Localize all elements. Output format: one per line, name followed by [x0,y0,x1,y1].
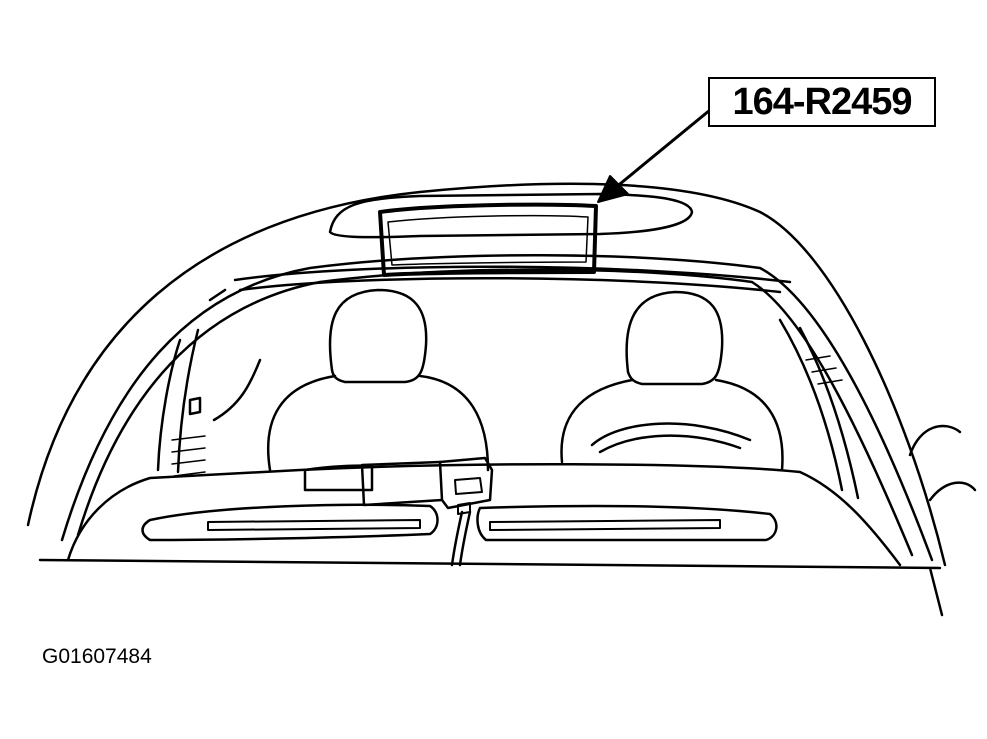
rear-deck-edge [38,558,944,617]
roof-outer-outline [26,182,947,567]
right-speaker-grille [489,519,721,531]
high-mount-stop-lamp-lens [387,214,589,266]
left-vent-lines [171,435,206,477]
headliner-strip [233,265,792,284]
callout-arrowhead [597,175,629,203]
left-headrest [328,288,428,384]
center-connector-clip [454,477,483,515]
center-module-body [360,460,444,507]
right-mirror [908,424,977,502]
part-number-callout: 164-R2459 [708,77,936,127]
left-seatback [266,374,490,472]
center-module [303,464,374,492]
left-pillar-detail [156,288,227,474]
left-speaker-grille [207,519,421,531]
headliner-strip-lower [238,277,782,294]
rear-deck-outline [66,462,902,567]
figure-id-label: G01607484 [42,645,152,668]
part-number-label: 164-R2459 [732,81,912,123]
right-vent-lines [805,355,843,385]
callout-leader-line [613,108,712,190]
right-speaker-slot [476,504,778,542]
rear-window-frame-inner [76,268,914,557]
rear-window-frame [60,254,934,562]
steering-wheel [590,422,752,454]
right-headrest [625,290,724,386]
left-door-panel [188,358,262,422]
right-pillar-detail [778,318,860,500]
high-mount-stop-lamp [378,202,598,277]
wire-harness [450,510,472,567]
left-speaker-slot [141,503,439,542]
center-connector [438,456,494,510]
right-seatback [560,378,784,472]
